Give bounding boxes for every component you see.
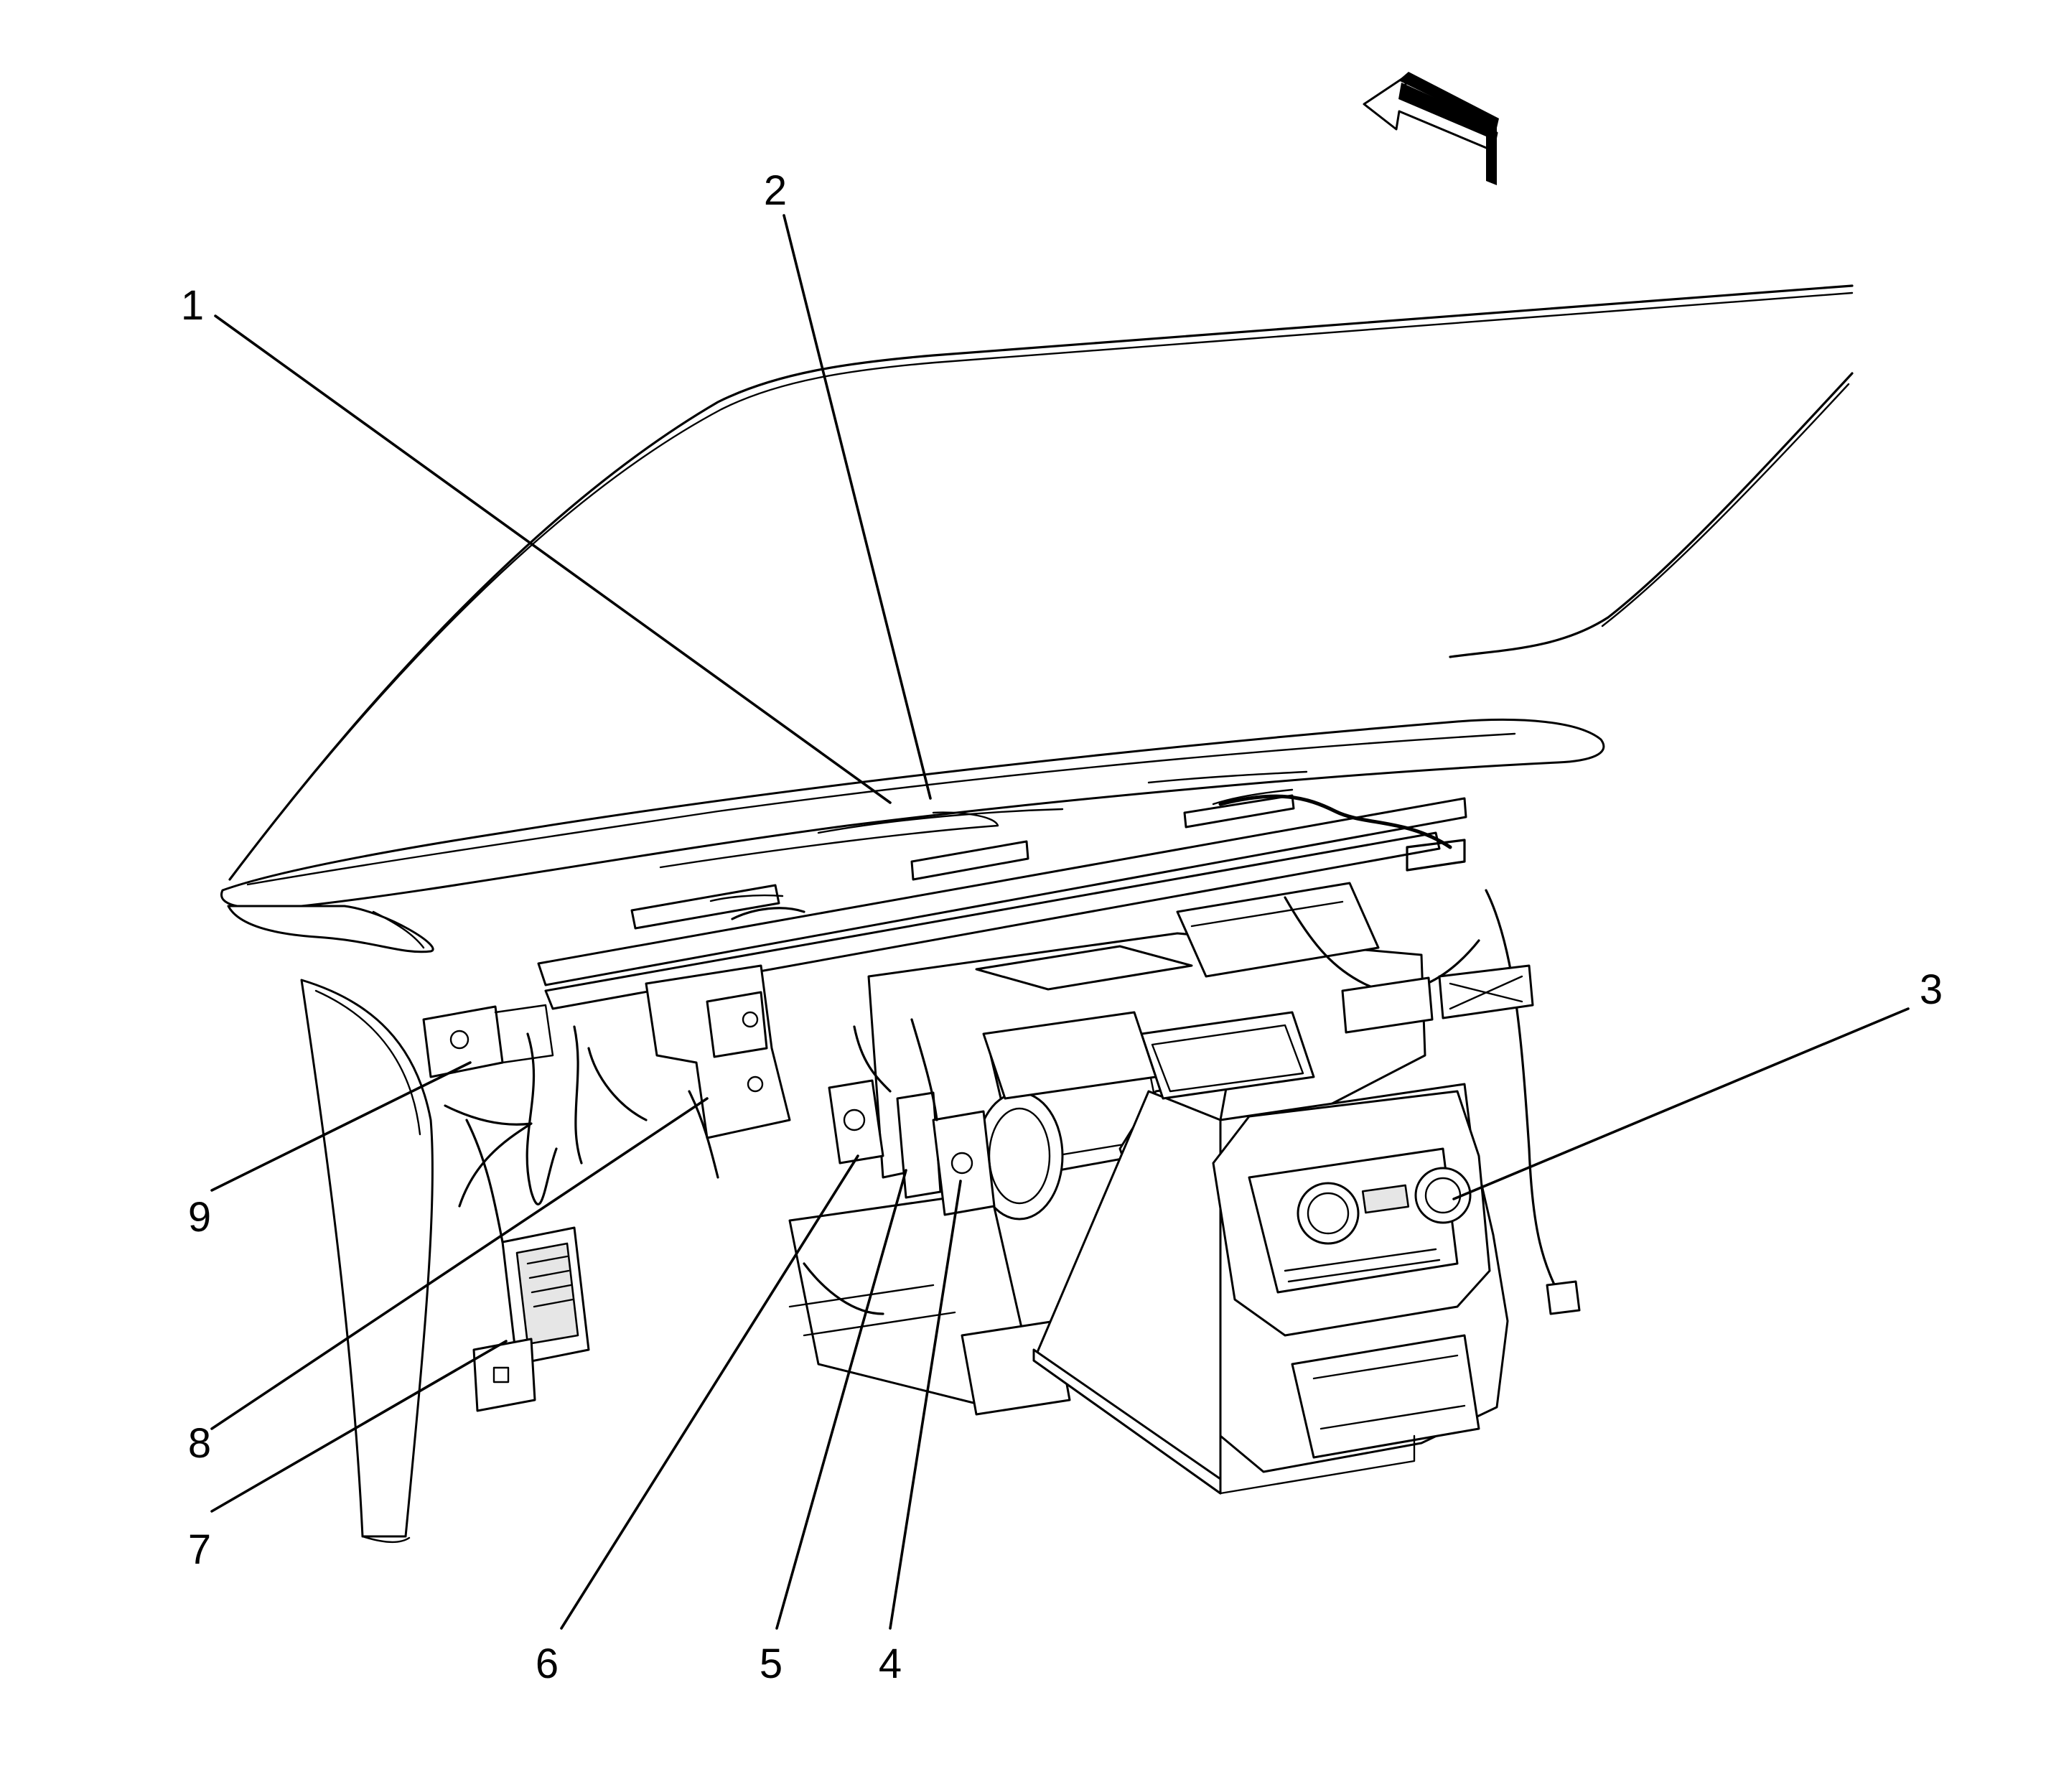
callout-6: 6 (536, 1641, 559, 1687)
wiring-harness (731, 794, 1581, 1315)
air-filter-door (1341, 964, 1534, 1034)
callout-4: 4 (879, 1641, 902, 1687)
instrument-panel-upper-trim (220, 718, 1605, 953)
forward-arrow-icon (1363, 72, 1499, 185)
windshield-outline (228, 284, 1854, 881)
leader-6 (560, 1154, 859, 1630)
callout-3: 3 (1920, 966, 1943, 1013)
leader-2 (783, 214, 932, 800)
center-stack-console (982, 1011, 1509, 1495)
center-support-bracket (587, 964, 791, 1179)
leader-8 (210, 1097, 709, 1430)
leader-7 (210, 1340, 508, 1513)
leader-9 (210, 1061, 472, 1192)
callout-labels: 1 2 3 4 5 6 7 8 9 (181, 167, 1943, 1687)
left-side-panel (300, 979, 434, 1544)
leader-lines (210, 214, 1910, 1630)
leader-1 (214, 314, 892, 804)
leader-3 (1452, 1007, 1910, 1200)
cross-car-beam (537, 788, 1467, 1010)
callout-1: 1 (181, 282, 204, 329)
left-mount-bracket (422, 1004, 583, 1208)
body-control-module (465, 1119, 590, 1412)
callout-2: 2 (764, 167, 787, 214)
callout-5: 5 (760, 1641, 783, 1687)
leader-5 (775, 1169, 907, 1630)
leader-4 (889, 1180, 962, 1630)
callout-8: 8 (188, 1420, 211, 1467)
actuator-group (803, 1018, 996, 1315)
callout-9: 9 (188, 1194, 211, 1241)
callout-7: 7 (188, 1526, 211, 1573)
